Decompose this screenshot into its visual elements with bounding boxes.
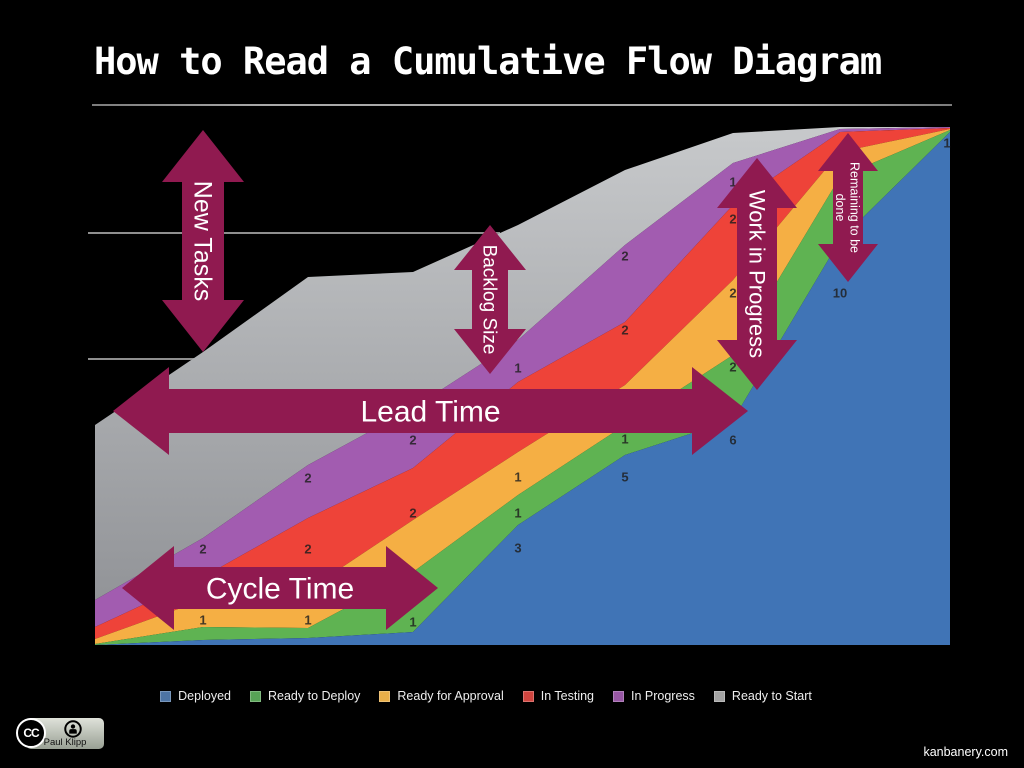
annotation-backlog-size-arrow [454, 225, 526, 374]
brand-url: kanbanery.com [923, 745, 1008, 759]
attribution-person-icon [64, 720, 82, 738]
data-point-label: 1 [621, 432, 628, 447]
annotation-new-tasks-arrow [162, 130, 244, 352]
cc-license-icon: CC [16, 718, 46, 748]
data-point-label: 2 [729, 212, 736, 227]
data-point-label: 1 [514, 470, 521, 485]
legend-swatch-icon [249, 690, 261, 702]
data-point-label: 1 [729, 175, 736, 190]
data-point-label: 1 [199, 613, 206, 628]
annotation-remaining-to-be-done-arrow [818, 133, 878, 282]
title-divider [92, 104, 952, 106]
legend-item: Ready for Approval [379, 689, 504, 703]
data-point-label: 1 [304, 613, 311, 628]
legend-swatch-icon [613, 690, 624, 702]
band-deployed [95, 132, 950, 645]
attribution-name: Paul Klipp [43, 737, 87, 748]
data-point-label: 2 [621, 323, 628, 338]
band-ready-to-deploy [95, 130, 950, 645]
legend-swatch-icon [160, 690, 172, 702]
legend-label: Ready to Start [731, 689, 812, 703]
data-point-label: 10 [833, 286, 847, 301]
legend-item: Ready to Start [713, 689, 812, 703]
legend-swatch-icon [713, 690, 725, 702]
legend-swatch-icon [379, 690, 391, 702]
data-point-label: 2 [304, 471, 311, 486]
legend-item: Deployed [160, 689, 231, 703]
legend-swatch-icon [522, 690, 534, 702]
data-point-label: 1 [943, 136, 950, 151]
data-point-label: 2 [729, 286, 736, 301]
band-in-progress [95, 127, 950, 627]
annotation-cycle-time-arrow [122, 546, 438, 630]
data-point-label: 6 [729, 433, 736, 448]
data-point-label: 2 [621, 249, 628, 264]
page-title: How to Read a Cumulative Flow Diagram [94, 40, 882, 83]
legend-item: Ready to Deploy [249, 689, 361, 703]
legend-item: In Progress [613, 689, 695, 703]
data-point-label: 5 [621, 470, 628, 485]
annotation-cycle-time-label: Cycle Time [206, 573, 354, 606]
legend-item: In Testing [522, 689, 594, 703]
data-point-label: 2 [729, 360, 736, 375]
legend-label: Ready to Deploy [267, 689, 361, 703]
data-point-label: 3 [514, 541, 521, 556]
cc-attribution-badge: CC Paul Klipp [16, 718, 104, 749]
annotation-work-in-progress-arrow [717, 158, 797, 390]
legend: Deployed Ready to Deploy Ready for Approva… [0, 689, 1024, 703]
data-point-label: 1 [514, 361, 521, 376]
annotation-new-tasks-label: New Tasks [188, 181, 216, 301]
annotation-backlog-size-label: Backlog Size [478, 245, 499, 355]
data-point-label: 1 [514, 506, 521, 521]
annotation-lead-time-arrow [113, 367, 748, 455]
legend-label: In Progress [631, 689, 695, 703]
annotation-remaining-to-be-done-label: Remaining to bedone [833, 162, 861, 253]
band-ready-to-start [95, 127, 950, 600]
legend-label: Ready for Approval [397, 689, 504, 703]
annotation-lead-time-label: Lead Time [360, 396, 500, 429]
data-point-label: 2 [199, 542, 206, 557]
band-in-testing [95, 128, 950, 639]
legend-label: Deployed [178, 689, 231, 703]
annotation-work-in-progress-label: Work in Progress [744, 190, 769, 358]
data-point-label: 2 [304, 542, 311, 557]
data-point-label: 2 [409, 433, 416, 448]
data-point-label: 2 [409, 506, 416, 521]
legend-label: In Testing [540, 689, 594, 703]
data-point-label: 1 [409, 615, 416, 630]
